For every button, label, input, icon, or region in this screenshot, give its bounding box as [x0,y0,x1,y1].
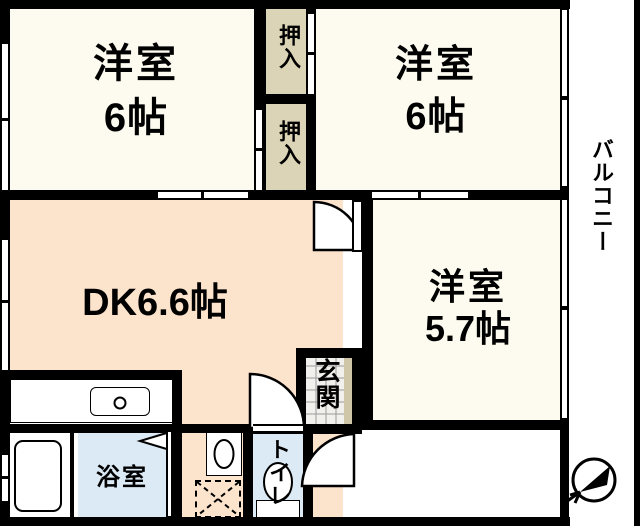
bathtub [14,440,62,512]
wash-basin-bowl-icon [213,439,235,469]
wall-balcony-outer [634,0,640,526]
wall-exterior-top [0,0,570,9]
room-label-washitsu-right-size: 5.7帖 [424,308,512,349]
wall-exterior-bottom [0,517,570,526]
closet-fill-lower [264,104,308,192]
wall-entrance-bottom [296,424,362,434]
wall-between-topleft-and-dk [0,190,160,200]
wall-entrance-top [296,348,362,358]
room-fill-washitsu-top-left [10,8,262,194]
wall-toilet-left [243,424,253,518]
wall-bath-left-divider [70,430,74,518]
sliding-door-closet-lower-handle [254,148,264,151]
room-label-washitsu-right-name: 洋室 [428,266,507,307]
room-fill-bathroom [78,432,166,518]
north-arrow-icon [565,457,617,504]
wall-wet-zone-right [172,370,182,518]
room-label-washitsu-top-left-name: 洋室 [93,42,179,86]
door-toilet[interactable] [248,372,306,430]
window-balcony-bottom-mullion [560,306,569,310]
kitchen-sink-basin [90,387,150,416]
window-left-dk [0,240,10,370]
wall-5p7-left [362,198,373,430]
wall-5p7-bottom [362,420,568,430]
washing-machine-space-cross-icon [196,481,240,517]
door-bathroom-panel[interactable] [166,430,173,518]
wall-corridor-nib [182,424,244,433]
wall-between-topleft-and-dk-2 [246,190,316,200]
closet-fill-upper [266,8,306,96]
room-label-washitsu-top-left-size: 6帖 [103,96,169,140]
door-toilet-threshold[interactable] [253,424,303,433]
wall-closet-mid [254,94,316,104]
sink-drain-icon [113,396,127,410]
room-label-washitsu-top-right-size: 6帖 [405,96,467,138]
sliding-door-topleft-to-dk-handle [201,190,204,200]
room-label-bathroom: 浴室 [96,464,148,491]
room-label-dining-kitchen: DK6.6帖 [82,282,228,324]
door-entrance-inner[interactable] [300,432,356,488]
toilet-tank [256,500,300,518]
wall-wet-zone-top [0,370,182,379]
room-fill-washitsu-top-right [312,8,560,194]
room-fill-washitsu-right [372,198,560,426]
room-fill-entrance-tile [306,356,344,430]
sliding-door-closet-upper-handle [306,52,316,55]
window-balcony-top-mullion [560,96,569,100]
door-panel-dk-north[interactable] [352,200,363,252]
wall-entrance-right [352,348,362,432]
room-label-washitsu-top-right-name: 洋室 [394,44,477,86]
room-label-entrance: 玄関 [312,358,340,410]
closet-label-upper: 押入 [276,24,301,70]
window-left-dk-mullion [0,300,10,303]
entrance-tile-grid [306,356,344,430]
wall-closet-right-lower [306,100,316,200]
room-label-toilet: トイレ [266,438,291,507]
wall-bath-top [0,424,182,433]
washing-machine-space [195,480,241,518]
window-left-bath-mullion [0,476,10,479]
room-label-balcony: バルコニー [589,138,614,253]
window-left-bedroom-mullion [0,118,10,121]
sliding-door-topright-to-5p7-handle [418,190,421,200]
closet-label-lower: 押入 [276,120,301,166]
wall-corridor-right [296,348,306,434]
